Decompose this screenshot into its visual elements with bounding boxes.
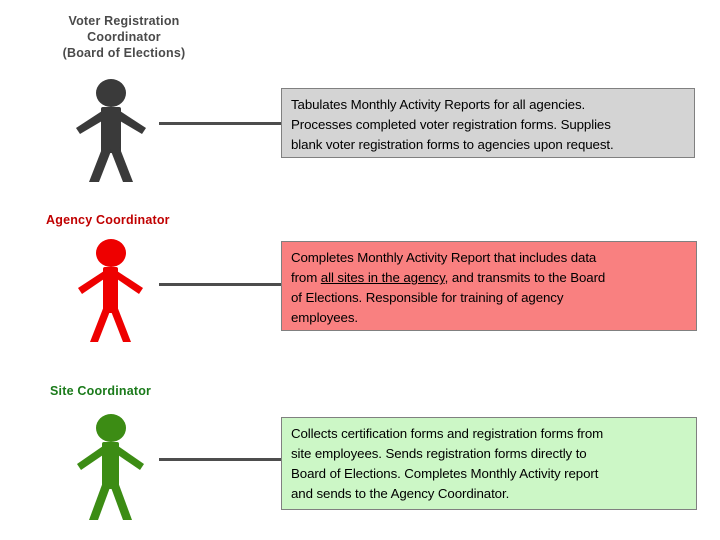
description-line-suffix: , and transmits to the Board <box>444 270 606 285</box>
description-box-site-coordinator: Collects certification forms and registr… <box>281 417 697 510</box>
description-line-prefix: from <box>291 270 321 285</box>
description-line: of Elections. Responsible for training o… <box>291 290 564 305</box>
stick-figure-icon-site-coordinator <box>74 413 148 521</box>
description-line: Tabulates Monthly Activity Reports for a… <box>291 97 586 112</box>
connector-line-voter-registration-coordinator <box>159 122 284 125</box>
description-box-agency-coordinator: Completes Monthly Activity Report that i… <box>281 241 697 331</box>
description-line: Processes completed voter registration f… <box>291 117 611 132</box>
description-box-voter-registration-coordinator: Tabulates Monthly Activity Reports for a… <box>281 88 695 158</box>
description-line: and sends to the Agency Coordinator. <box>291 486 510 501</box>
description-line: employees. <box>291 310 358 325</box>
connector-line-site-coordinator <box>159 458 284 461</box>
description-line: Board of Elections. Completes Monthly Ac… <box>291 466 599 481</box>
description-line: site employees. Sends registration forms… <box>291 446 587 461</box>
stick-figure-icon-agency-coordinator <box>74 238 148 343</box>
role-label-agency-coordinator: Agency Coordinator <box>46 213 170 227</box>
description-line-underlined: from all sites in the agency, and transm… <box>291 268 688 288</box>
role-label-site-coordinator: Site Coordinator <box>50 384 152 398</box>
stick-figure-icon-voter-registration-coordinator <box>74 78 148 183</box>
connector-line-agency-coordinator <box>159 283 284 286</box>
description-line: Completes Monthly Activity Report that i… <box>291 250 597 265</box>
role-label-voter-registration-coordinator: Voter Registration Coordinator (Board of… <box>62 14 186 60</box>
description-line: Collects certification forms and registr… <box>291 426 604 441</box>
underlined-phrase: all sites in the agency <box>320 270 445 285</box>
description-line: blank voter registration forms to agenci… <box>291 137 614 152</box>
